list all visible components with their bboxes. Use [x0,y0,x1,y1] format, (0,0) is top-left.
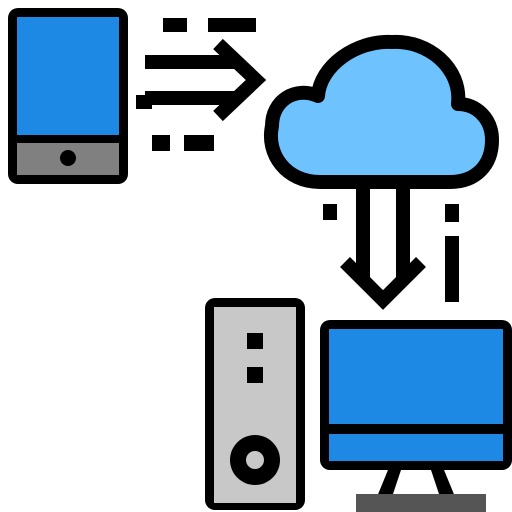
dash [323,204,337,220]
dash [208,18,256,32]
cloud-shape [263,34,499,189]
arrow-down-icon [323,182,459,310]
cloud-icon [263,34,499,189]
monitor-icon [320,320,512,512]
tower-button [247,333,263,349]
dash [445,204,459,222]
dash [184,135,214,151]
dash [136,95,152,109]
dash [163,18,187,32]
pc-tower-icon [205,298,305,510]
monitor-base [356,494,486,512]
arrow-down-shape [340,182,426,310]
dash [152,135,170,151]
monitor-screen-top [329,329,503,424]
monitor-stand-inner [392,470,440,497]
arrow-right-icon [136,18,267,151]
dash [445,236,459,302]
tower-button [247,367,263,383]
arrow-right-shape [145,38,267,122]
tower-speaker-inner [246,451,264,469]
phone-home-button [60,150,76,166]
phone-icon [8,8,128,184]
phone-screen [17,17,119,135]
monitor-screen-bottom [329,434,503,461]
